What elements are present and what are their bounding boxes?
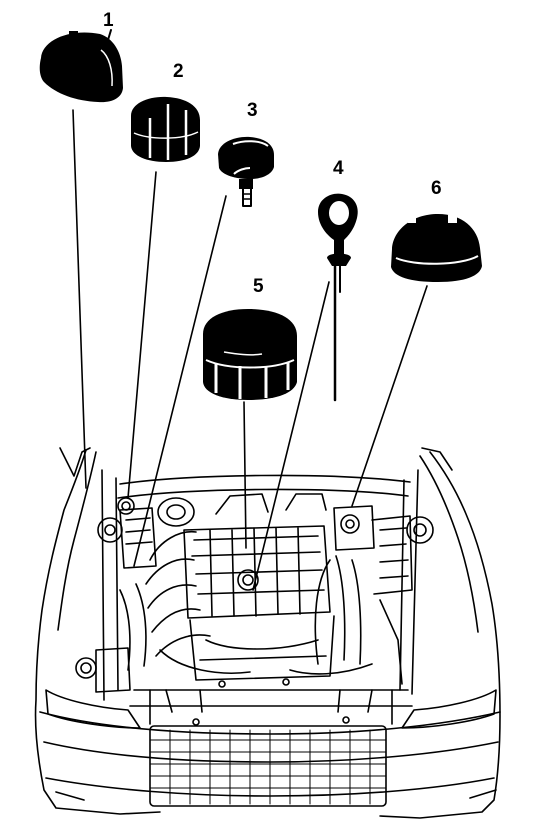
oil-dipstick-icon bbox=[318, 193, 358, 402]
leader-line-6 bbox=[351, 285, 428, 507]
brake-fluid-cap-icon bbox=[218, 136, 274, 207]
engine-bay-illustration bbox=[34, 447, 501, 819]
leader-line-4 bbox=[252, 281, 330, 591]
leader-line-2 bbox=[127, 171, 157, 499]
callout-label-4: 4 bbox=[333, 158, 344, 179]
leader-lines bbox=[72, 109, 428, 591]
oil-filler-cap-icon bbox=[203, 309, 297, 400]
callout-label-5: 5 bbox=[253, 276, 264, 297]
power-steering-cap-icon bbox=[131, 96, 200, 162]
callout-label-6: 6 bbox=[431, 178, 442, 199]
washer-fluid-cap-icon bbox=[391, 214, 482, 282]
callout-label-1: 1 bbox=[103, 10, 114, 31]
leader-line-3 bbox=[133, 195, 227, 567]
callout-label-3: 3 bbox=[247, 100, 258, 121]
callout-label-2: 2 bbox=[173, 61, 184, 82]
coolant-cap-icon bbox=[39, 29, 123, 103]
leader-line-1 bbox=[72, 109, 87, 489]
